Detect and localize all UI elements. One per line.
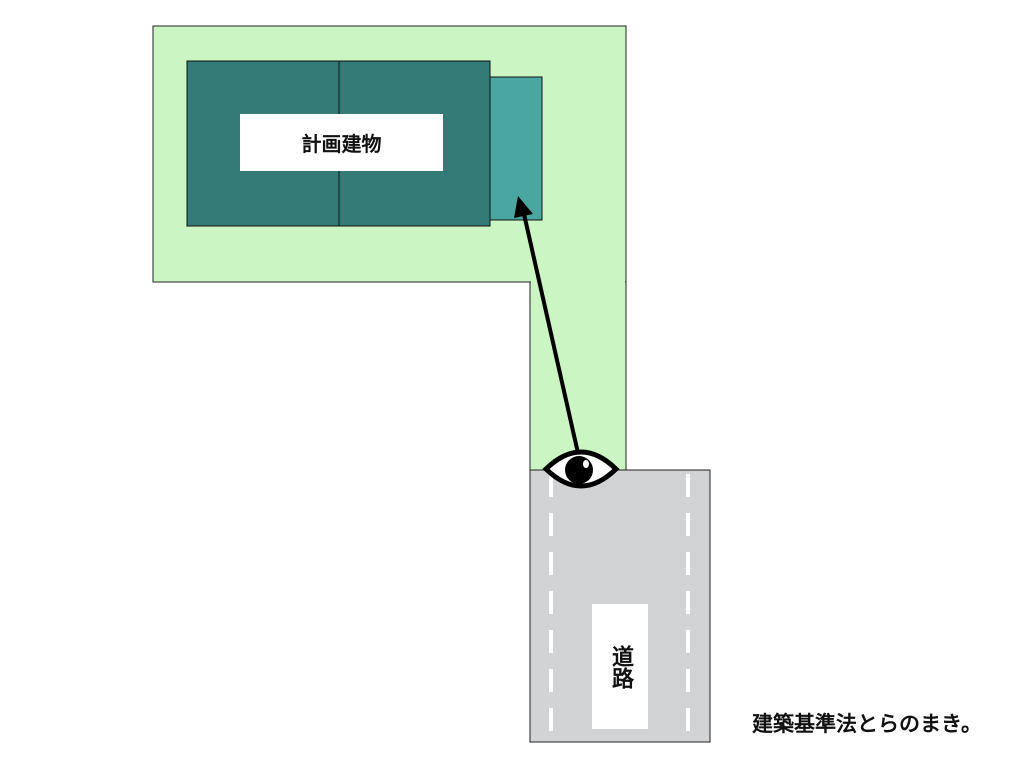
lane-dash [686,513,690,536]
building-label: 計画建物 [240,114,443,171]
lane-dash [686,708,690,731]
lane-dash [686,474,690,497]
caption: 建築基準法とらのまき。 [752,712,982,736]
arrow-icon [514,196,582,463]
lane-dash [549,513,553,536]
lot-strip-joint [531,280,625,284]
lane-dash [549,474,553,497]
lane-dash [686,630,690,653]
road-lane-markings [549,474,690,731]
lane-dash [686,591,690,614]
lane-dash [686,552,690,575]
lane-dash [549,552,553,575]
lane-dash [686,669,690,692]
lane-dash [549,630,553,653]
road-label: 道路 [592,604,648,729]
eye-icon [542,449,620,489]
lane-dash [549,591,553,614]
building-annex [489,76,543,221]
lane-dash [549,708,553,731]
lane-dash [549,669,553,692]
